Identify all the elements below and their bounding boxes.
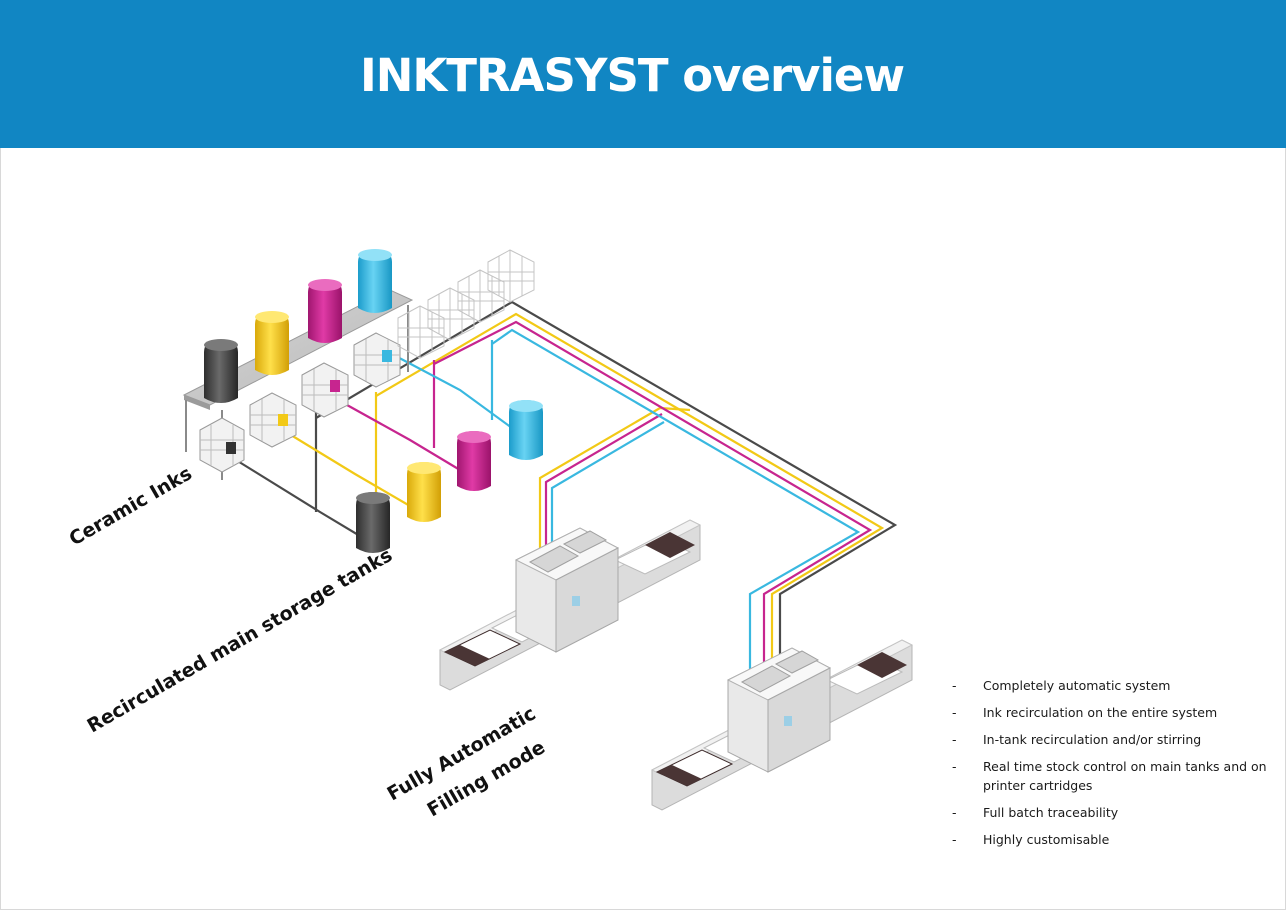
feature-item: - Highly customisable (952, 830, 1272, 849)
feature-item: - Completely automatic system (952, 676, 1272, 695)
feature-text: Highly customisable (983, 832, 1110, 847)
storage-tank-cyan (509, 400, 543, 460)
pipe-yellow (285, 312, 885, 686)
rack-tank-cyan (358, 249, 392, 313)
feature-item: - Full batch traceability (952, 803, 1272, 822)
header-banner: INKTRASYST overview (0, 0, 1286, 148)
feature-text: Real time stock control on main tanks an… (983, 759, 1267, 774)
storage-tank-yellow (407, 462, 441, 522)
feature-item: - In-tank recirculation and/or stirring (952, 730, 1272, 749)
feature-text: In-tank recirculation and/or stirring (983, 732, 1202, 747)
bullet-dash: - (952, 732, 957, 747)
label-ceramic-inks: Ceramic Inks (66, 462, 196, 550)
feature-text: Full batch traceability (983, 805, 1119, 820)
rack-tank-yellow (255, 311, 289, 375)
empty-cages (397, 249, 535, 359)
printer-line-1 (438, 519, 702, 691)
system-diagram: Ceramic Inks Recirculated main storage t… (66, 249, 914, 821)
feature-text: printer cartridges (983, 778, 1093, 793)
bullet-dash: - (952, 705, 957, 720)
storage-tank-black (356, 492, 390, 553)
rack-tank-black (204, 339, 238, 403)
feature-item: - Real time stock control on main tanks a… (952, 757, 1272, 795)
ibc-containers (199, 332, 401, 473)
bullet-dash: - (952, 832, 957, 847)
bullet-dash: - (952, 805, 957, 820)
feature-text: Completely automatic system (983, 678, 1171, 693)
storage-tank-magenta (457, 431, 491, 491)
feature-item: - Ink recirculation on the entire system (952, 703, 1272, 722)
bullet-dash: - (952, 678, 957, 693)
bullet-dash: - (952, 759, 957, 774)
rack-tank-magenta (308, 279, 342, 343)
pipe-black (235, 300, 898, 684)
feature-text: Ink recirculation on the entire system (983, 705, 1218, 720)
feature-list: - Completely automatic system - Ink recircu… (952, 676, 1272, 857)
pipe-magenta (337, 320, 873, 686)
page-title: INKTRASYST overview (360, 49, 905, 102)
printer-line-2 (650, 639, 914, 811)
label-storage-tanks: Recirculated main storage tanks (84, 544, 397, 737)
pipe-cyan (387, 328, 861, 686)
